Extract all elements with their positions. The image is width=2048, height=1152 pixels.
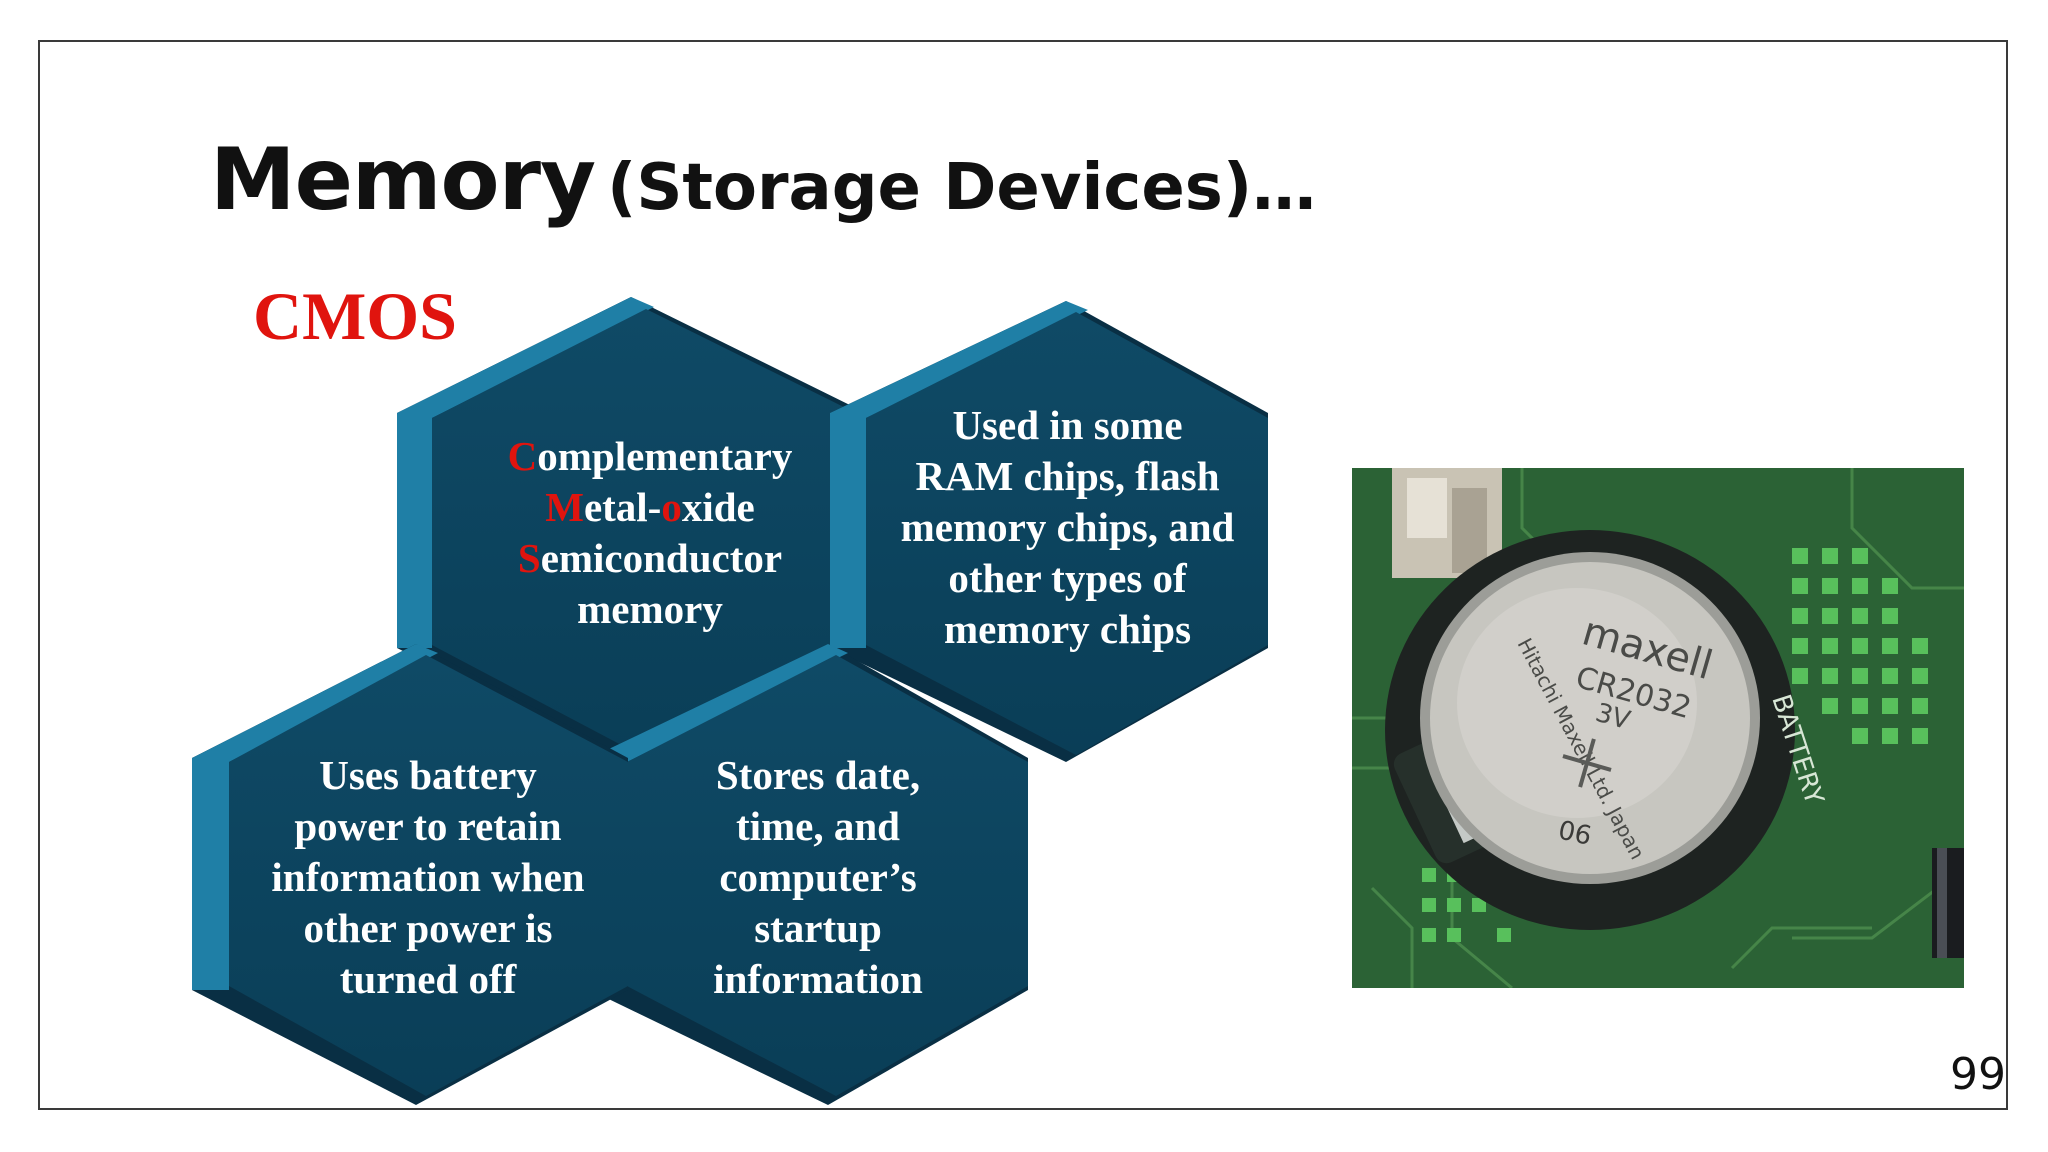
hexagon-stores-text: Stores date, time, and computer’s startu… bbox=[630, 742, 1006, 1012]
hexagon-battery-shape bbox=[192, 644, 628, 1105]
letter-c: C bbox=[507, 432, 538, 479]
battery-line-5: turned off bbox=[339, 955, 517, 1002]
usage-line-3: memory chips, and bbox=[900, 503, 1235, 550]
definition-line-2b: xide bbox=[681, 483, 755, 530]
solder-pads bbox=[1422, 548, 1928, 942]
stores-line-5: information bbox=[713, 955, 923, 1002]
usage-line-4: other types of bbox=[948, 554, 1187, 601]
capacitor bbox=[1932, 848, 1964, 958]
hexagon-stores-shape bbox=[590, 644, 1028, 1105]
usage-line-5: memory chips bbox=[943, 605, 1192, 652]
plus-icon bbox=[1562, 738, 1612, 788]
definition-line-3: emiconductor bbox=[540, 534, 783, 581]
letter-m: M bbox=[545, 483, 584, 530]
hexagon-usage-shape bbox=[830, 301, 1268, 762]
stores-line-1: Stores date, bbox=[715, 751, 921, 798]
hexagon-definition-text: Complementary Metal-oxide Semiconductor … bbox=[440, 420, 860, 645]
battery-line-1: Uses battery bbox=[319, 751, 537, 798]
battery-line-3: information when bbox=[271, 853, 585, 900]
page-number: 99 bbox=[1950, 1049, 2006, 1100]
usage-line-1: Used in some bbox=[952, 401, 1183, 448]
stores-line-3: computer’s bbox=[719, 853, 917, 900]
definition-line-4: memory bbox=[577, 585, 723, 632]
coin-battery: maxell CR2032 3V Hitachi Maxell Ltd. Jap… bbox=[1420, 552, 1760, 884]
definition-line-2a: etal- bbox=[583, 483, 662, 530]
title-sub: (Storage Devices)… bbox=[607, 151, 1317, 225]
hexagon-usage-text: Used in some RAM chips, flash memory chi… bbox=[870, 392, 1265, 662]
stores-line-2: time, and bbox=[735, 802, 900, 849]
hexagon-battery-text: Uses battery power to retain information… bbox=[232, 742, 624, 1012]
letter-s: S bbox=[517, 534, 541, 581]
stores-line-4: startup bbox=[754, 904, 882, 951]
title-main: Memory bbox=[210, 130, 596, 230]
slide-title: Memory(Storage Devices)… bbox=[210, 130, 1316, 230]
hexagon-definition-shape bbox=[397, 297, 866, 765]
battery-line-2: power to retain bbox=[294, 802, 562, 849]
definition-line-1: omplementary bbox=[537, 432, 793, 479]
cmos-battery-photo: maxell CR2032 3V Hitachi Maxell Ltd. Jap… bbox=[1352, 468, 1964, 988]
battery-code-label: 06 bbox=[1556, 816, 1595, 852]
usage-line-2: RAM chips, flash bbox=[915, 452, 1220, 499]
letter-o: o bbox=[661, 483, 682, 530]
cmos-heading: CMOS bbox=[253, 278, 457, 354]
battery-line-4: other power is bbox=[303, 904, 553, 951]
